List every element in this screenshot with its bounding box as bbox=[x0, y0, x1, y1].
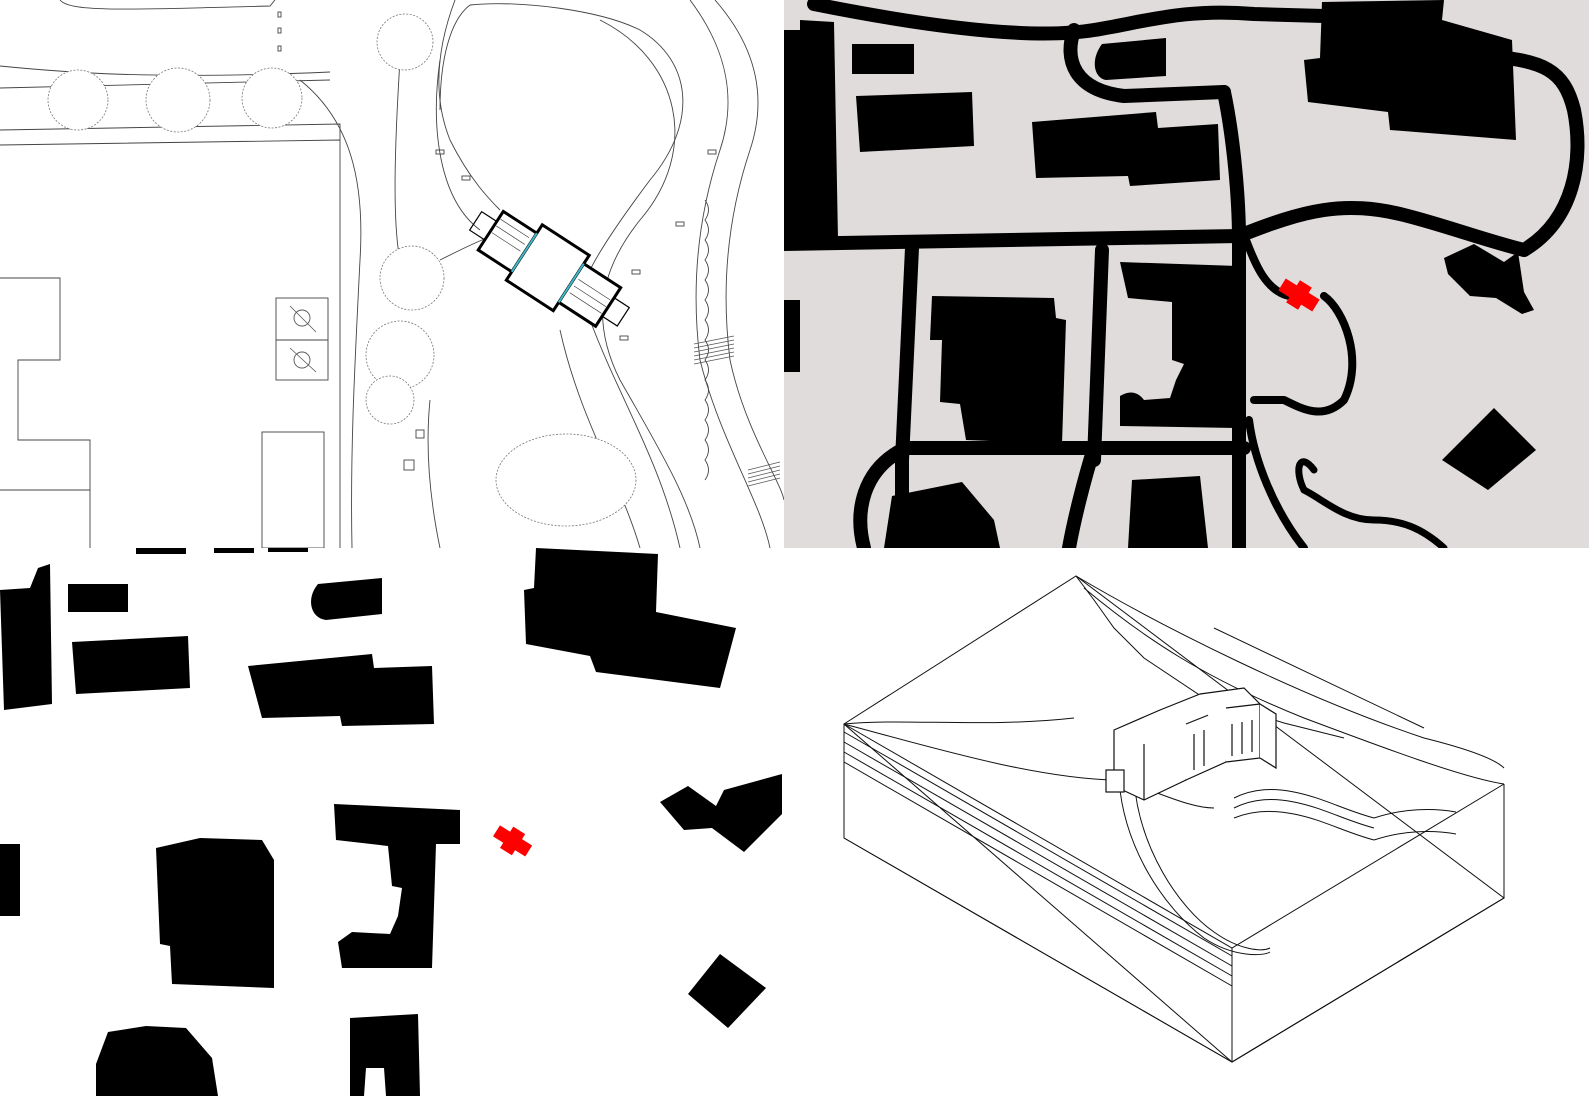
project-highlight bbox=[493, 825, 533, 857]
buildings bbox=[784, 0, 1536, 548]
axonometric-panel bbox=[784, 548, 1589, 1119]
figure-ground-drawing bbox=[0, 548, 782, 1096]
paths bbox=[784, 0, 1585, 548]
figure-ground-panel bbox=[0, 548, 784, 1119]
ground-figure-panel bbox=[784, 0, 1589, 548]
site-plan-panel bbox=[0, 0, 784, 548]
wheelchair-parking-icon bbox=[289, 305, 317, 373]
site-plan-drawing bbox=[0, 0, 784, 548]
parking-bays bbox=[275, 297, 329, 381]
trees bbox=[47, 13, 637, 527]
ground-figure-drawing bbox=[784, 0, 1589, 548]
model-building bbox=[1105, 687, 1277, 801]
stairs bbox=[693, 335, 781, 487]
buildings bbox=[0, 548, 782, 1096]
building-plan bbox=[468, 209, 631, 329]
project-highlight bbox=[1278, 278, 1320, 312]
axonometric-drawing bbox=[843, 575, 1505, 1063]
